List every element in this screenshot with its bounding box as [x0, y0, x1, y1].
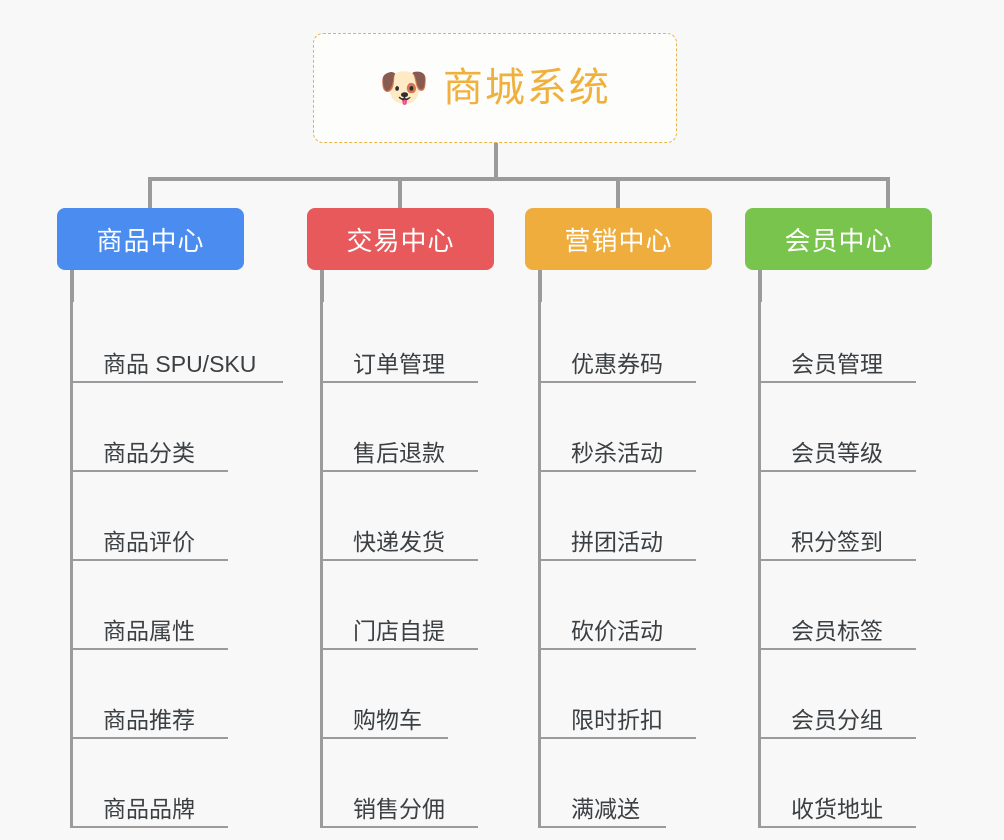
- leaf-item[interactable]: 秒杀活动: [541, 383, 696, 472]
- leaf-label: 砍价活动: [571, 617, 663, 644]
- connector-drop-4: [886, 179, 890, 210]
- leaf-item[interactable]: 限时折扣: [541, 650, 696, 739]
- leaf-item[interactable]: 积分签到: [761, 472, 916, 561]
- branch-header-3-label: 营销中心: [564, 225, 673, 256]
- leaf-item[interactable]: 商品分类: [73, 383, 228, 472]
- leaf-label: 会员标签: [791, 617, 883, 644]
- connector-drop-1: [148, 179, 152, 210]
- connector-header-stem-4: [758, 270, 762, 302]
- connector-drop-3: [616, 179, 620, 210]
- root-title: 商城系统: [442, 66, 611, 110]
- leaf-item[interactable]: 销售分佣: [323, 739, 478, 828]
- leaf-item[interactable]: 售后退款: [323, 383, 478, 472]
- leaf-label: 商品推荐: [103, 706, 195, 733]
- leaf-list-3: 优惠券码 秒杀活动 拼团活动 砍价活动 限时折扣 满减送: [538, 294, 755, 828]
- leaf-label: 订单管理: [353, 350, 445, 377]
- leaf-label: 销售分佣: [353, 795, 445, 822]
- leaf-item[interactable]: 快递发货: [323, 472, 478, 561]
- leaf-item[interactable]: 会员标签: [761, 561, 916, 650]
- leaf-item[interactable]: 优惠券码: [541, 294, 696, 383]
- root-node[interactable]: 🐶 商城系统: [313, 33, 677, 143]
- leaf-label: 限时折扣: [571, 706, 663, 733]
- leaf-item[interactable]: 订单管理: [323, 294, 478, 383]
- leaf-item[interactable]: 商品 SPU/SKU: [73, 294, 283, 383]
- leaf-item[interactable]: 商品推荐: [73, 650, 228, 739]
- leaf-label: 会员分组: [791, 706, 883, 733]
- leaf-label: 门店自提: [353, 617, 445, 644]
- leaf-item[interactable]: 拼团活动: [541, 472, 696, 561]
- leaf-item[interactable]: 商品评价: [73, 472, 228, 561]
- leaf-label: 会员等级: [791, 439, 883, 466]
- branch-header-3[interactable]: 营销中心: [525, 208, 712, 270]
- leaf-label: 购物车: [353, 706, 422, 733]
- leaf-label: 商品品牌: [103, 795, 195, 822]
- leaf-label: 商品属性: [103, 617, 195, 644]
- leaf-label: 商品 SPU/SKU: [103, 350, 257, 377]
- leaf-label: 收货地址: [791, 795, 883, 822]
- connector-header-stem-1: [70, 270, 74, 302]
- leaf-list-1: 商品 SPU/SKU 商品分类 商品评价 商品属性 商品推荐 商品品牌: [70, 294, 287, 828]
- leaf-item[interactable]: 会员分组: [761, 650, 916, 739]
- leaf-item[interactable]: 会员等级: [761, 383, 916, 472]
- leaf-item[interactable]: 门店自提: [323, 561, 478, 650]
- leaf-label: 优惠券码: [571, 350, 663, 377]
- leaf-list-2: 订单管理 售后退款 快递发货 门店自提 购物车 销售分佣: [320, 294, 537, 828]
- leaf-label: 快递发货: [353, 528, 445, 555]
- leaf-label: 拼团活动: [571, 528, 663, 555]
- leaf-item[interactable]: 会员管理: [761, 294, 916, 383]
- connector-header-stem-2: [320, 270, 324, 302]
- branch-header-1-label: 商品中心: [96, 225, 205, 256]
- connector-horizontal-bus: [148, 177, 890, 181]
- leaf-item[interactable]: 商品属性: [73, 561, 228, 650]
- leaf-label: 积分签到: [791, 528, 883, 555]
- branch-header-4[interactable]: 会员中心: [745, 208, 932, 270]
- leaf-list-4: 会员管理 会员等级 积分签到 会员标签 会员分组 收货地址: [758, 294, 975, 828]
- leaf-label: 售后退款: [353, 439, 445, 466]
- leaf-item[interactable]: 砍价活动: [541, 561, 696, 650]
- dog-face-icon: 🐶: [379, 66, 429, 110]
- branch-column-1: 商品中心 商品 SPU/SKU 商品分类 商品评价 商品属性 商品推荐 商品品牌: [57, 208, 287, 828]
- branch-column-3: 营销中心 优惠券码 秒杀活动 拼团活动 砍价活动 限时折扣 满减送: [525, 208, 755, 828]
- connector-root-stem: [494, 143, 498, 179]
- branch-column-4: 会员中心 会员管理 会员等级 积分签到 会员标签 会员分组 收货地址: [745, 208, 975, 828]
- branch-column-2: 交易中心 订单管理 售后退款 快递发货 门店自提 购物车 销售分佣: [307, 208, 537, 828]
- branch-header-4-label: 会员中心: [784, 225, 893, 256]
- leaf-item[interactable]: 购物车: [323, 650, 448, 739]
- branch-header-1[interactable]: 商品中心: [57, 208, 244, 270]
- leaf-item[interactable]: 商品品牌: [73, 739, 228, 828]
- leaf-item[interactable]: 收货地址: [761, 739, 916, 828]
- leaf-label: 商品分类: [103, 439, 195, 466]
- connector-drop-2: [398, 179, 402, 210]
- leaf-label: 满减送: [571, 795, 640, 822]
- leaf-label: 商品评价: [103, 528, 195, 555]
- connector-header-stem-3: [538, 270, 542, 302]
- branch-header-2-label: 交易中心: [346, 225, 455, 256]
- branch-header-2[interactable]: 交易中心: [307, 208, 494, 270]
- leaf-label: 会员管理: [791, 350, 883, 377]
- leaf-label: 秒杀活动: [571, 439, 663, 466]
- leaf-item[interactable]: 满减送: [541, 739, 666, 828]
